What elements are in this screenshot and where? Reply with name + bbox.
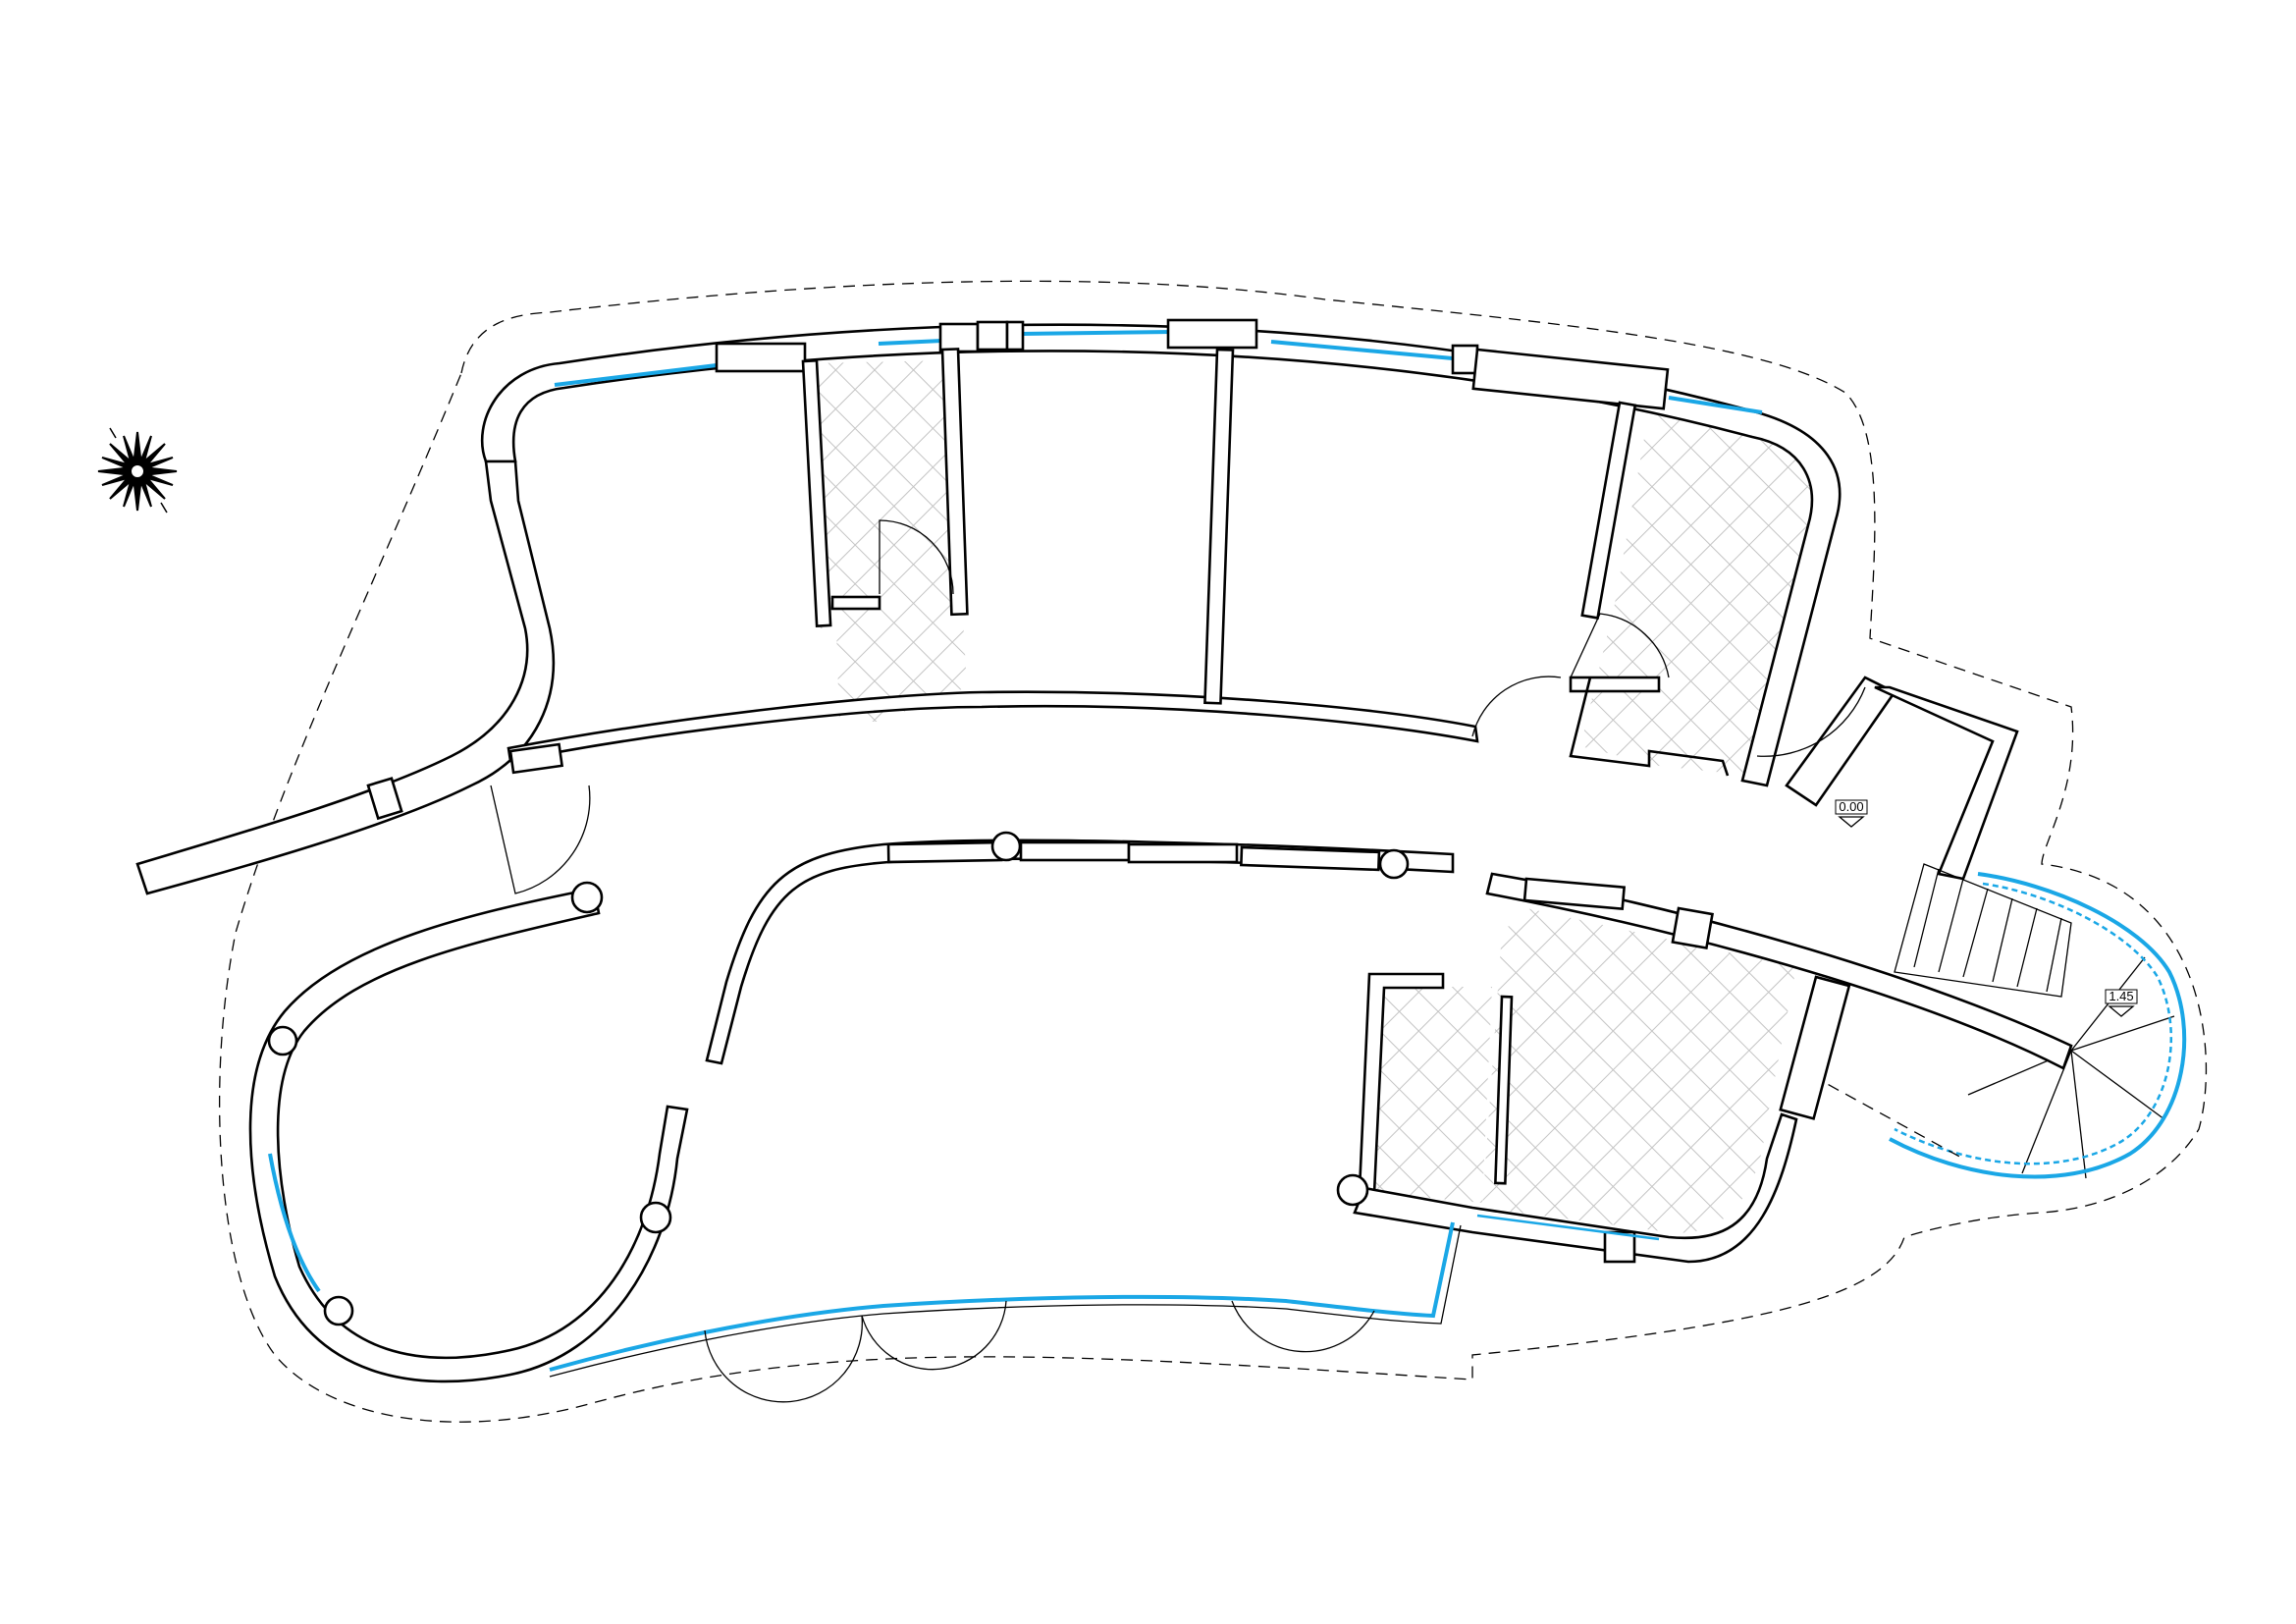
south-door-1 (704, 1315, 864, 1403)
pier-north-7 (1471, 348, 1670, 410)
corridor-east-pier-1 (1522, 877, 1627, 911)
column-7 (1336, 1173, 1369, 1207)
stair-glazed-wall-inner (1894, 882, 2173, 1165)
partition-5 (1569, 677, 1730, 777)
stair-glazed-wall (1889, 872, 2187, 1179)
entry-wall (1874, 685, 2019, 881)
west-bay-glazing (268, 1153, 321, 1293)
west-wall (135, 460, 555, 895)
living-wall-pier-3 (1127, 842, 1239, 864)
partition-stub-2 (1569, 676, 1661, 693)
south-room-pier (1603, 1230, 1636, 1264)
east-wall (1785, 676, 1896, 807)
south-facade-line (549, 1224, 1462, 1378)
hatched-room-south-2 (1482, 908, 1796, 1233)
north-glazing-4 (1270, 340, 1454, 360)
level-marker-entry: 0.00 (1835, 799, 1868, 828)
corridor-pier (508, 742, 564, 775)
south-door-3 (1231, 1300, 1375, 1353)
column-4 (267, 1025, 298, 1056)
living-curved-wall (705, 839, 1455, 1065)
pier-north-3 (976, 320, 1009, 352)
north-glazing-1 (554, 363, 718, 387)
west-bay-wall (248, 887, 689, 1383)
partition-stub-1 (830, 595, 881, 611)
column-3 (1378, 848, 1410, 880)
north-glazing-2 (878, 339, 943, 346)
svg-text:0.00: 0.00 (1839, 799, 1863, 814)
living-wall-pier-4 (1240, 845, 1381, 872)
pier-north-1 (715, 342, 807, 373)
door-swing-2 (1570, 613, 1670, 678)
north-glazing-5 (1668, 396, 1763, 414)
pier-north-6 (1451, 344, 1479, 375)
south-glazed-facade (549, 1221, 1455, 1372)
partition-2 (940, 348, 969, 617)
column-2 (990, 831, 1022, 862)
south-room-wall-4 (1353, 1112, 1798, 1264)
south-room-glazing (1476, 1214, 1660, 1241)
partition-3 (1203, 348, 1235, 705)
living-wall-pier-1 (886, 840, 1003, 864)
hatched-room-north-1 (815, 360, 967, 722)
stair-dashed-edge (1810, 1074, 1964, 1160)
column-5 (639, 1201, 672, 1234)
door-swing-3 (1471, 676, 1562, 737)
svg-text:1.45: 1.45 (2109, 989, 2133, 1003)
stair (1894, 863, 2175, 1179)
south-room-wall-3 (1779, 975, 1851, 1120)
pier-north-2 (938, 322, 980, 353)
level-marker-stair: 1.45 (2105, 989, 2138, 1017)
hatched-room-south-1 (1374, 987, 1492, 1203)
column-1 (570, 881, 604, 914)
partition-4 (1580, 401, 1637, 620)
partition-1 (801, 358, 832, 627)
column-6 (323, 1295, 354, 1326)
site-boundary (218, 280, 2208, 1423)
door-swing-1 (879, 519, 954, 595)
north-glazing-3 (1020, 330, 1174, 336)
west-pier (366, 777, 403, 821)
corridor-east-pier-2 (1671, 906, 1714, 950)
north-arrow-icon (97, 427, 178, 514)
pier-north-5 (1166, 318, 1258, 350)
south-room-wall-2 (1494, 995, 1514, 1185)
living-wall-pier-2 (1019, 840, 1131, 862)
entry-door (1756, 686, 1866, 757)
door-swing-4 (490, 785, 591, 894)
south-door-2 (861, 1300, 1007, 1371)
pier-north-4 (1005, 320, 1025, 352)
corridor-north-wall (507, 690, 1479, 763)
